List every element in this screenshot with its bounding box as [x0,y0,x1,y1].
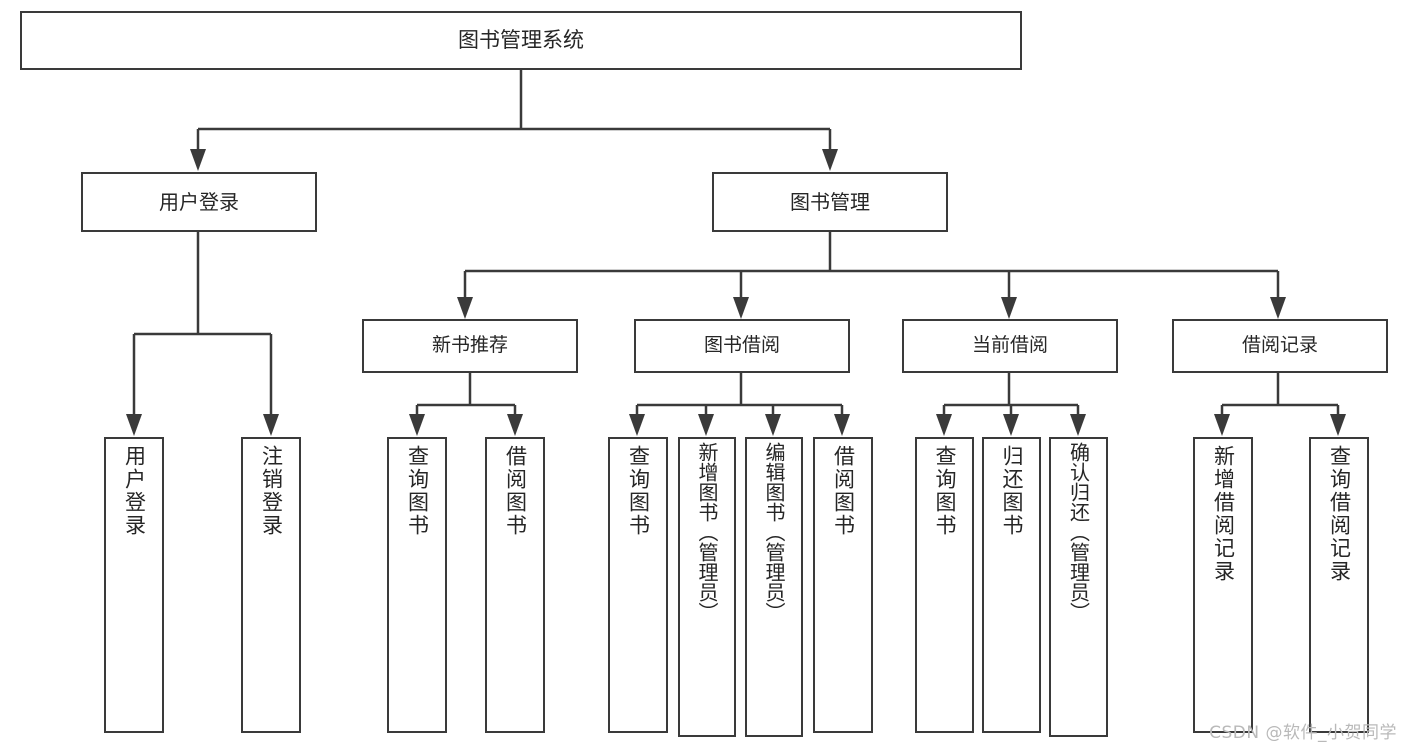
node-label: 用户登录 [159,189,239,214]
node-label: 图书管理系统 [458,28,584,53]
arrow-record-child-2 [1330,414,1346,436]
arrow-bookmgmt-child-3 [1001,297,1017,319]
arrow-borrow-child-2 [698,414,714,436]
arrow-bookmgmt-child-4 [1270,297,1286,319]
node-label: 图书管理 [790,189,870,214]
arrow-bookmgmt-child-1 [457,297,473,319]
leaf-borrow-borrow-book[interactable]: 借阅图书 [813,437,873,733]
node-book-management[interactable]: 图书管理 [712,172,948,232]
arrow-newbook-child-2 [507,414,523,436]
leaf-new-book-borrow[interactable]: 借阅图书 [485,437,545,733]
node-root-system[interactable]: 图书管理系统 [20,11,1022,70]
arrow-current-child-1 [936,414,952,436]
node-label: 借阅图书 [831,445,856,537]
arrow-newbook-child-1 [409,414,425,436]
node-borrow-record[interactable]: 借阅记录 [1172,319,1388,373]
leaf-current-confirm-return-admin[interactable]: 确认归还（管理员） [1049,437,1108,737]
leaf-borrow-edit-book-admin[interactable]: 编辑图书（管理员） [745,437,803,737]
node-label: 查询图书 [933,445,957,537]
leaf-borrow-add-book-admin[interactable]: 新增图书（管理员） [678,437,736,737]
arrow-root-to-bookmgmt [822,149,838,171]
node-label: 查询借阅记录 [1327,445,1352,583]
node-label: 新书推荐 [431,334,508,357]
node-current-borrow[interactable]: 当前借阅 [902,319,1118,373]
arrow-root-to-userlogin [190,149,206,171]
node-label: 借阅记录 [1241,334,1318,357]
leaf-current-query-book[interactable]: 查询图书 [915,437,974,733]
arrow-borrow-child-1 [629,414,645,436]
leaf-new-book-query[interactable]: 查询图书 [387,437,447,733]
node-book-borrow[interactable]: 图书借阅 [634,319,850,373]
leaf-user-login-signin[interactable]: 用户登录 [104,437,164,733]
arrow-bookmgmt-child-2 [733,297,749,319]
arrow-userlogin-child-1 [126,414,142,436]
leaf-user-login-signout[interactable]: 注销登录 [241,437,301,733]
csdn-watermark: CSDN @软件_小贺同学 [1209,723,1397,743]
leaf-record-add-record[interactable]: 新增借阅记录 [1193,437,1253,733]
node-label: 查询图书 [626,445,651,537]
node-label: 借阅图书 [503,445,528,537]
arrow-borrow-child-3 [765,414,781,436]
node-label: 当前借阅 [971,334,1048,357]
node-label: 用户登录 [122,445,147,537]
node-new-book-recommend[interactable]: 新书推荐 [362,319,578,373]
leaf-borrow-query-book[interactable]: 查询图书 [608,437,668,733]
node-label: 新增图书（管理员） [695,442,719,622]
node-user-login[interactable]: 用户登录 [81,172,317,232]
node-label: 归还图书 [1000,445,1024,537]
arrow-record-child-1 [1214,414,1230,436]
node-label: 注销登录 [259,445,284,537]
arrow-userlogin-child-2 [263,414,279,436]
node-label: 确认归还（管理员） [1066,442,1091,622]
arrow-borrow-child-4 [834,414,850,436]
node-label: 编辑图书（管理员） [762,442,786,622]
arrow-current-child-2 [1003,414,1019,436]
arrow-current-child-3 [1070,414,1086,436]
leaf-current-return-book[interactable]: 归还图书 [982,437,1041,733]
node-label: 查询图书 [405,445,430,537]
node-label: 图书借阅 [703,334,780,357]
node-label: 新增借阅记录 [1211,445,1236,583]
leaf-record-query-record[interactable]: 查询借阅记录 [1309,437,1369,733]
